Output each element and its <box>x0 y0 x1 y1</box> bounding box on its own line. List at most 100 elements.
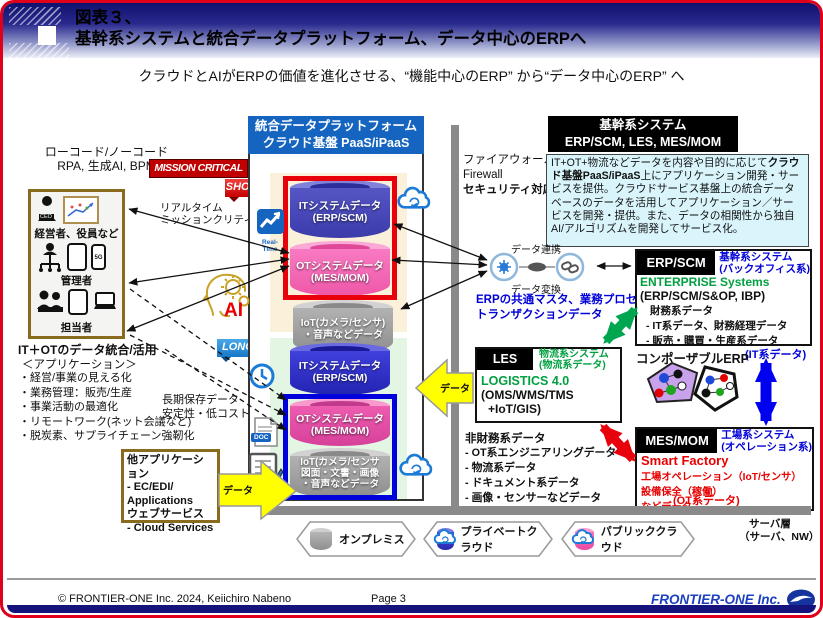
lowcode-line2: RPA, 生成AI, BPM <box>57 159 156 173</box>
cloud-icon <box>433 529 456 544</box>
org-chart-icon <box>39 243 61 272</box>
smart-factory-label: Smart Factory <box>641 453 729 468</box>
erpscm-type2: (バックオフィス系) <box>719 262 810 275</box>
cylinder-ot-short: OTシステムデータ (MES/MOM) <box>290 241 390 296</box>
les-box: LES 物流系システム (物流系データ) LOGISTICS 4.0 (OMS/… <box>475 347 622 423</box>
firewall-bar <box>451 125 459 507</box>
cyl-label-line: (ERP/SCM) <box>312 372 368 384</box>
erpscm-item: - 販売・購買・生産系データ <box>646 335 779 347</box>
cylinder-body <box>290 188 390 238</box>
yellow-data-out-arrow: データ <box>414 358 474 418</box>
platform-header-line1: 統合データプラットフォーム <box>254 119 418 133</box>
erp-common-line1: ERPの共通マスタ、業務プロセス、 <box>476 294 661 306</box>
composable-erp-label: コンポーザブルERP <box>636 352 749 366</box>
chart-icon <box>63 196 99 224</box>
cyl-label-line: (MES/MOM) <box>310 272 370 284</box>
itot-sub: ＜アプリケーション＞ <box>22 359 137 371</box>
legend-public-cloud: パブリッククラウド <box>561 521 695 557</box>
tablet-icon <box>67 243 87 271</box>
cloud-icon <box>397 186 431 209</box>
doc-page-icon <box>254 417 278 447</box>
doc-icon: DOC <box>251 417 279 452</box>
footer-divider <box>7 578 816 580</box>
realtime-icon-caption: Real-Time <box>262 239 278 253</box>
phone-5g-icon: 5G <box>91 244 106 270</box>
itot-heading: IT＋OTのデータ統合/活用 <box>18 343 157 357</box>
server-layer-line1: サーバ層 <box>749 518 791 530</box>
nonfin-heading: 非財務系データ <box>465 433 546 445</box>
realtime-icon: Real-Time <box>255 209 285 253</box>
cylinder-it-long: ITシステムデータ (ERP/SCM) <box>290 343 390 395</box>
ot-data-note: (OT系データ) <box>673 495 740 507</box>
user-roles-box: CEO 経営者、役員など 5G 管理者 <box>28 189 125 339</box>
les-sub2: +IoT/GIS) <box>488 401 542 416</box>
mesmom-item: 設備保全（稼働） <box>641 487 723 498</box>
legend-private-cloud: プライベートクラウド <box>423 521 553 557</box>
platform-header-line2: クラウド基盤 PaaS/iPaaS <box>262 136 410 150</box>
nonfin-item: - 物流系データ <box>465 462 537 474</box>
cyl-label-line: OTシステムデータ <box>296 260 384 272</box>
cylinder-body <box>290 456 390 498</box>
legend-label: パブリッククラウド <box>600 526 678 554</box>
legend-label: プライベートクラウド <box>460 526 538 554</box>
page-title: 図表３、 基幹系システムと統合データプラットフォーム、データ中心のERPへ <box>75 8 586 50</box>
managers-icons: 5G <box>37 242 106 272</box>
user-group-label: 管理者 <box>60 275 93 287</box>
logo-icon <box>786 589 815 610</box>
cyl-label-line: 図面・文書・画像 <box>300 468 380 479</box>
page-number: Page 3 <box>371 593 406 605</box>
cylinder-label: ITシステムデータ (ERP/SCM) <box>290 180 390 224</box>
cyl-label-line: OTシステムデータ <box>296 413 384 425</box>
onpremise-cylinder-icon <box>310 528 332 550</box>
erpscm-models: (ERP/SCM/S&OP, IBP) <box>640 289 766 303</box>
realtime-chart-icon <box>256 209 284 234</box>
core-description-box: IT+OT+物流などデータを内容や目的に応じてクラウド基盤PaaS/iPaaS上… <box>546 154 809 247</box>
other-apps-box: 他アプリケーション - EC/EDI/ Applications ウェブサービス… <box>121 449 220 534</box>
les-type2: (物流系データ) <box>539 359 606 371</box>
lowcode-line1: ローコード/ノーコード <box>44 145 169 159</box>
logo-text: FRONTIER-ONE Inc. <box>651 592 781 607</box>
staff-icons <box>36 289 118 315</box>
server-layer-line2: （サーバ、NW） <box>739 531 820 543</box>
server-layer-bar <box>261 506 811 515</box>
cyl-label-line: ・音声などデータ <box>300 479 380 490</box>
cylinder-body <box>290 351 390 395</box>
cylinder-label: OTシステムデータ (MES/MOM) <box>290 241 390 284</box>
title-line2: 基幹系システムと統合データプラットフォーム、データ中心のERPへ <box>75 30 587 48</box>
cylinder-body <box>290 406 390 446</box>
erpscm-type1: 基幹系システム <box>719 251 793 263</box>
les-type: 物流系システム (物流系データ) <box>533 349 609 372</box>
subtitle: クラウドとAIがERPの価値を進化させる、“機能中心のERP” から“データ中心… <box>138 68 685 84</box>
les-tag: LES <box>477 349 533 370</box>
mission-critical-badge: MISSION CRITICAL <box>149 159 248 178</box>
bottom-navy-strip <box>7 605 816 613</box>
data-link-top-label: データ連携 <box>511 245 561 256</box>
firewall-line1: ファイアウォール <box>463 154 555 166</box>
les-sub1: (OMS/WMS/TMS <box>481 387 574 402</box>
platform-header: 統合データプラットフォーム クラウド基盤 PaaS/iPaaS <box>248 116 424 154</box>
nonfin-item: - 画像・センサーなどデータ <box>465 492 602 504</box>
hatch-decoration-top <box>9 7 61 25</box>
data-link-bottom-label: データ変換 <box>511 285 561 296</box>
cylinder-iot-long: IoT(カメラ/センサ 図面・文書・画像 ・音声などデータ <box>290 448 390 498</box>
erp-common-line2: トランザクションデータ <box>476 308 603 321</box>
cylinder-label: OTシステムデータ (MES/MOM) <box>290 398 390 437</box>
nonfinancial-list: 非財務系データ - OT系エンジニアリングデータ - 物流系データ - ドキュメ… <box>465 430 616 506</box>
cylinder-body <box>290 249 390 296</box>
cyl-label-line: ・音声などデータ <box>303 330 383 341</box>
cyl-label-line: IoT(カメラ/センサ) <box>300 318 386 329</box>
erpscm-item: - IT系データ、財務経理データ <box>646 320 788 332</box>
cyl-label-line: ITシステムデータ <box>298 200 382 212</box>
desc-part2-bold: クラウド基盤PaaS/iPaaS <box>551 157 800 183</box>
enterprise-systems-label: ENTERPRISE Systems <box>640 275 770 289</box>
mesmom-box: MES/MOM 工場系システム (オペレーション系) Smart Factory… <box>635 427 814 513</box>
itot-item: ・リモートワーク(ネット会議など) <box>19 415 192 428</box>
it-data-note: (IT系データ) <box>745 349 807 361</box>
composable-erp-icon <box>646 361 739 412</box>
cylinder-hole <box>310 244 370 252</box>
ai-label: AI <box>224 300 243 321</box>
core-header-line2: ERP/SCM, LES, MES/MOM <box>564 135 722 149</box>
copyright: © FRONTIER-ONE Inc. 2024, Keiichiro Nabe… <box>58 593 292 605</box>
svg-text:5G: 5G <box>94 255 102 261</box>
